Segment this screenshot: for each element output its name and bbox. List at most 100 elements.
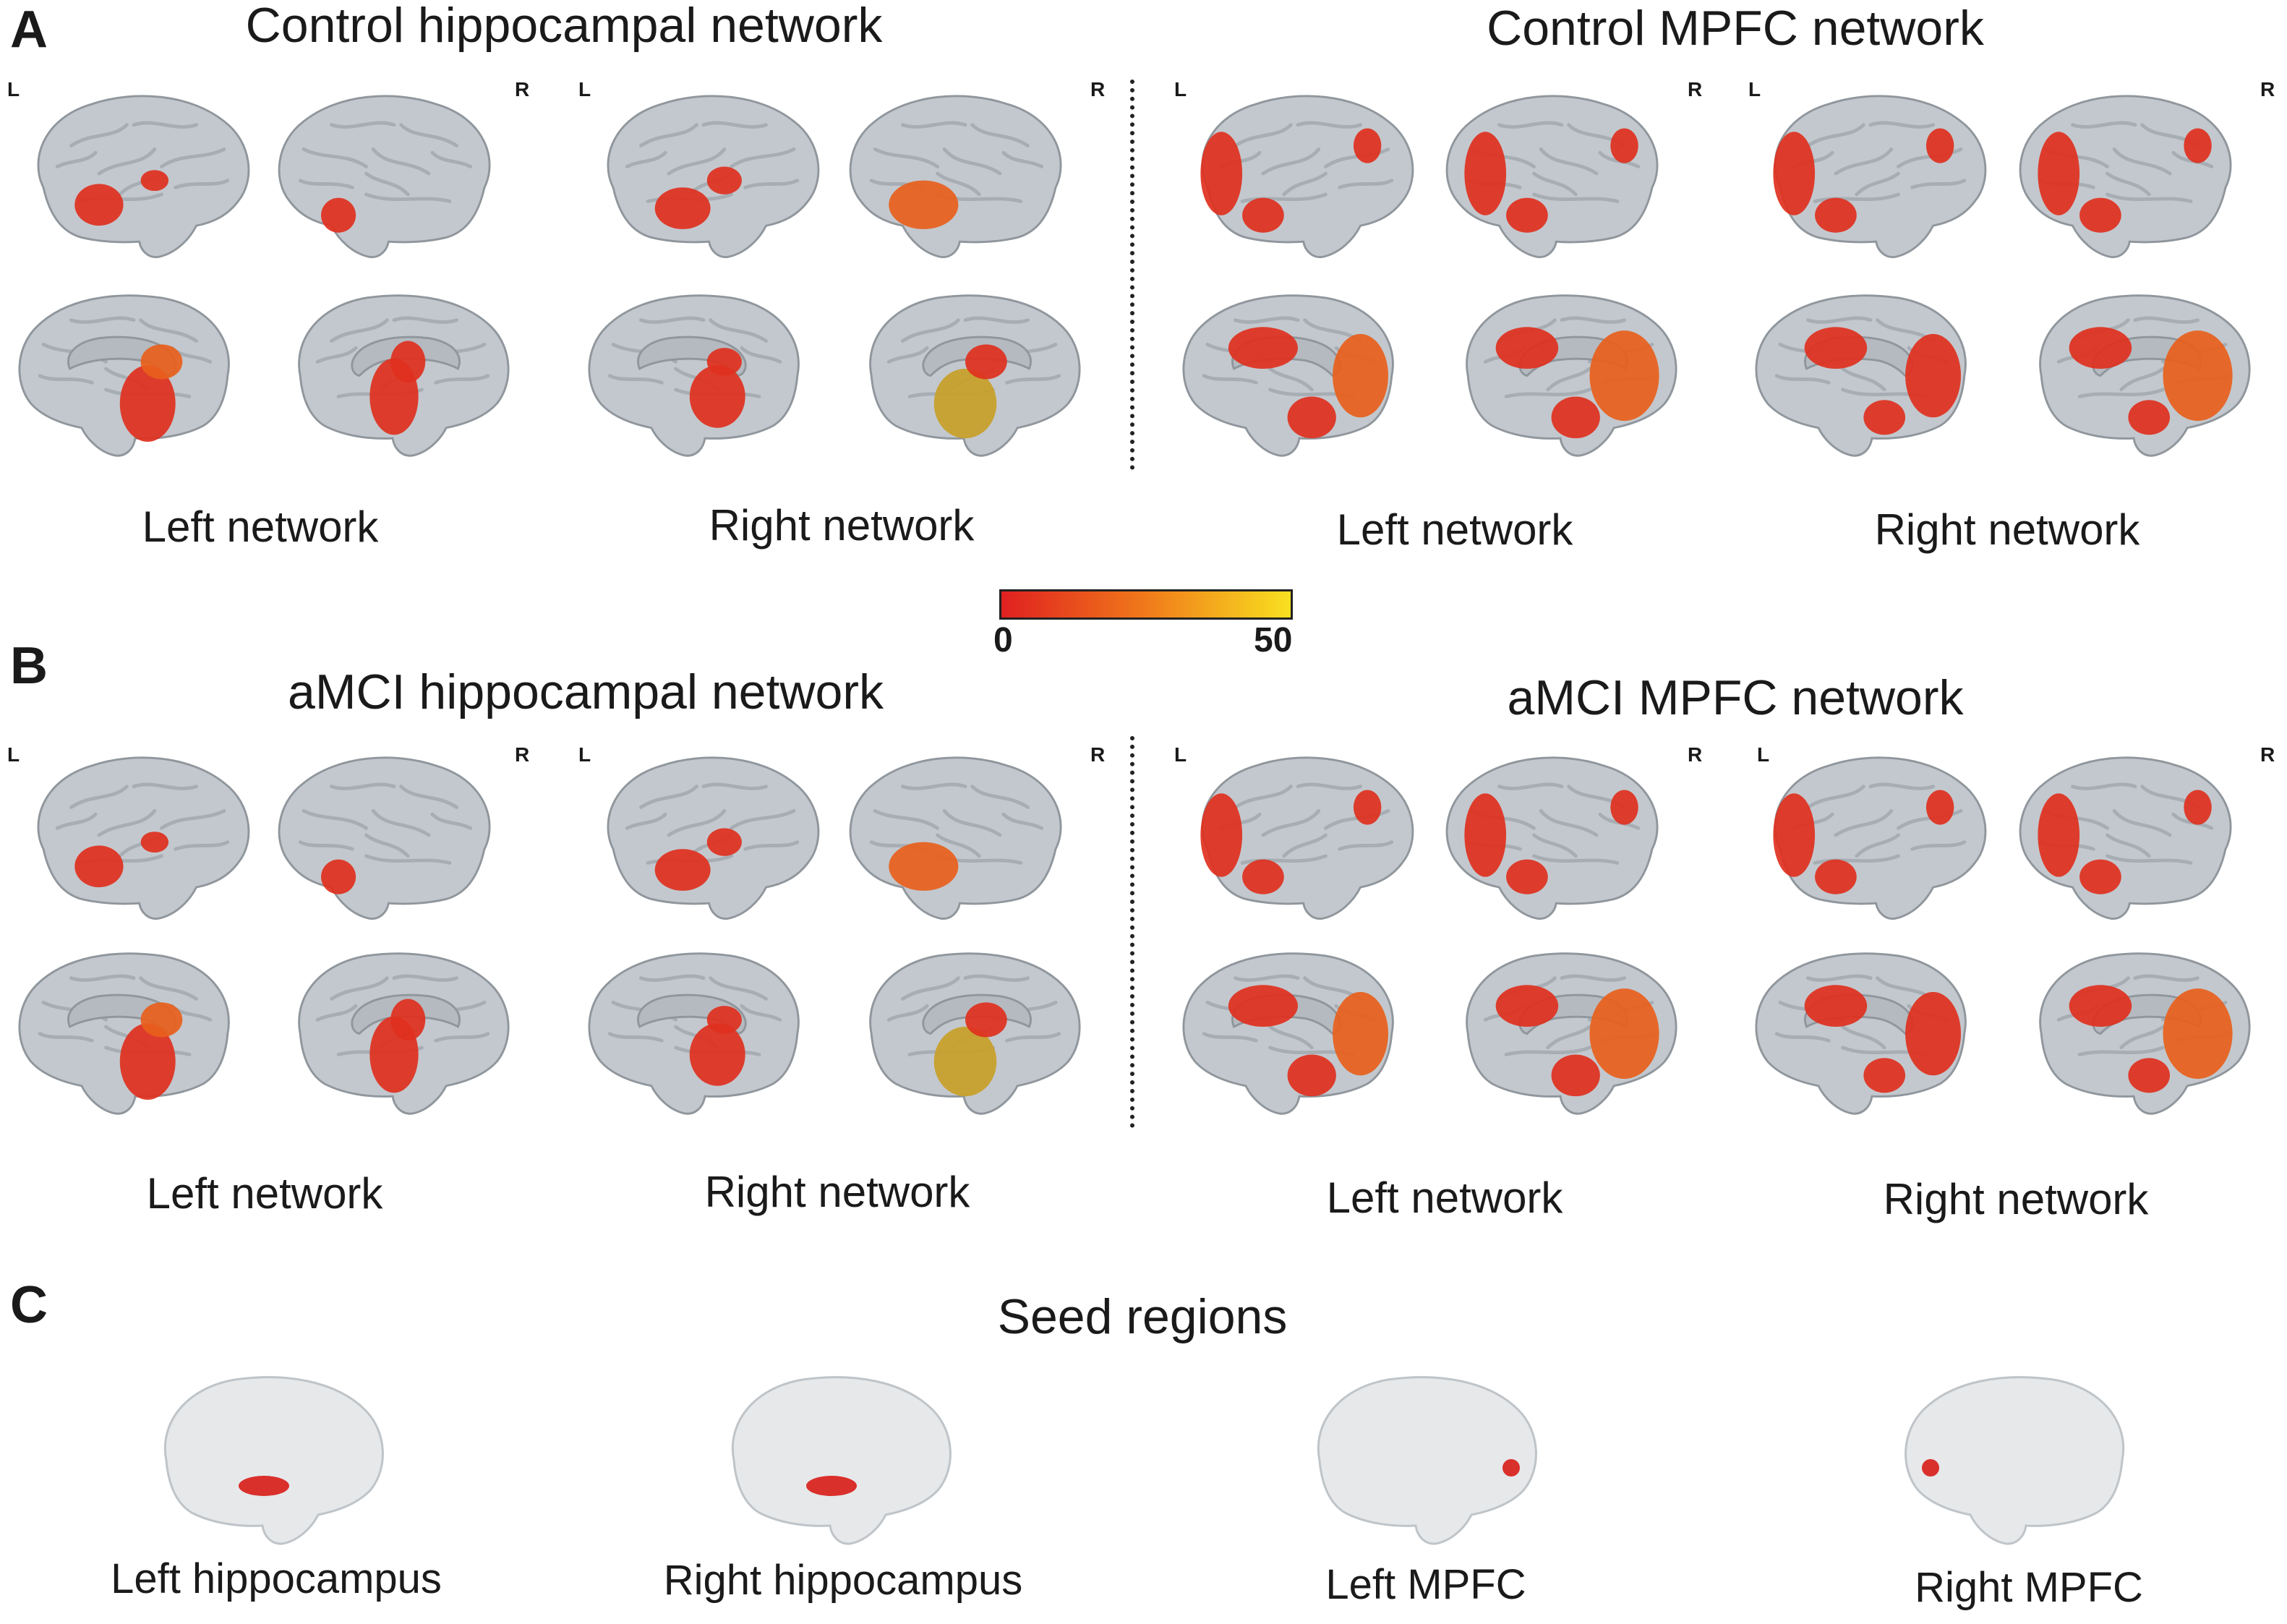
medial-brain-view xyxy=(869,952,1081,1115)
hemi-label-l: L xyxy=(1174,78,1187,101)
gyrus-fold xyxy=(2119,367,2165,392)
gyrus-fold xyxy=(1338,840,1394,851)
gyrus-fold xyxy=(69,316,136,324)
gyrus-fold xyxy=(174,179,230,189)
hemi-label-l: L xyxy=(578,78,591,101)
brain-surface xyxy=(278,95,491,258)
gyrus-fold xyxy=(2119,1025,2165,1050)
hemi-label-l: L xyxy=(1757,743,1770,766)
hemi-label-r: R xyxy=(1688,743,1703,766)
medial-brain-view xyxy=(1466,294,1677,457)
activation-cluster xyxy=(239,1476,289,1496)
activation-cluster xyxy=(706,828,742,856)
lateral-brain-view xyxy=(37,756,250,920)
gyrus-fold xyxy=(936,171,981,197)
activation-cluster xyxy=(140,170,169,192)
gyrus-fold xyxy=(69,123,129,148)
gyrus-fold xyxy=(38,374,94,385)
gyrus-fold xyxy=(1560,974,1626,982)
gyrus-fold xyxy=(743,179,800,189)
gyrus-fold xyxy=(639,316,706,324)
activation-cluster xyxy=(74,845,124,888)
gyrus-fold xyxy=(1868,121,1935,129)
medial-brain-view xyxy=(731,1376,952,1545)
activation-cluster xyxy=(1495,327,1559,369)
gyrus-fold xyxy=(1261,147,1321,176)
label-b-mpfc-right-network: Right network xyxy=(1883,1175,2149,1223)
title-control-hippocampal: Control hippocampal network xyxy=(245,0,883,53)
gyrus-fold xyxy=(1841,367,1886,392)
gyrus-fold xyxy=(1240,192,1328,203)
gyrus-fold xyxy=(364,192,452,203)
gyrus-fold xyxy=(1806,316,1873,324)
activation-cluster xyxy=(889,842,959,891)
activation-cluster xyxy=(2038,132,2080,215)
gyrus-fold xyxy=(2071,782,2137,790)
gyrus-fold xyxy=(1806,123,1865,148)
activation-cluster xyxy=(1773,793,1816,877)
activation-cluster xyxy=(1863,400,1906,435)
hemi-label-r: R xyxy=(515,743,530,766)
gyrus-fold xyxy=(298,179,354,189)
activation-cluster xyxy=(1804,985,1868,1027)
activation-cluster xyxy=(1287,396,1336,439)
gyrus-fold xyxy=(709,318,768,343)
gyrus-fold xyxy=(1813,192,1900,203)
gyrus-fold xyxy=(942,808,1002,837)
activation-cluster xyxy=(965,1002,1007,1038)
label-seed-right-mpfc: Right MPFC xyxy=(1915,1564,2143,1611)
gyrus-fold xyxy=(743,840,800,851)
colorbar-min-label: 0 xyxy=(993,621,1013,659)
gyrus-fold xyxy=(886,1004,929,1022)
label-a-mpfc-right-network: Right network xyxy=(1874,505,2140,554)
medial-brain-view xyxy=(298,952,510,1115)
medial-brain-view xyxy=(1905,1376,2125,1545)
colorbar xyxy=(999,589,1293,620)
activation-cluster xyxy=(2163,330,2233,422)
gyrus-fold xyxy=(740,346,782,364)
medial-brain-view xyxy=(1182,294,1394,457)
activation-cluster xyxy=(1922,1459,1939,1476)
label-a-hippo-right-network: Right network xyxy=(709,501,975,550)
activation-cluster xyxy=(140,344,183,380)
gyrus-fold xyxy=(639,785,698,809)
medial-brain-view xyxy=(18,294,230,457)
activation-cluster xyxy=(1804,327,1868,369)
gyrus-fold xyxy=(970,123,1030,148)
gyrus-fold xyxy=(740,1004,782,1022)
lateral-brain-view xyxy=(1773,95,1987,258)
gyrus-fold xyxy=(97,808,157,837)
title-amci-mpfc: aMCI MPFC network xyxy=(1507,670,1964,725)
gyrus-fold xyxy=(667,808,727,837)
label-seed-right-hippocampus: Right hippocampus xyxy=(663,1557,1023,1604)
hemi-label-r: R xyxy=(1688,78,1703,101)
activation-cluster xyxy=(933,1027,997,1097)
medial-brain-view xyxy=(163,1376,384,1545)
gyrus-fold xyxy=(2077,388,2165,398)
gyrus-fold xyxy=(607,374,664,385)
activation-cluster xyxy=(1815,859,1857,894)
medial-brain-view xyxy=(1755,952,1967,1115)
hemi-label-r: R xyxy=(2260,743,2275,766)
gyrus-fold xyxy=(1005,374,1061,385)
gyrus-fold xyxy=(1910,840,1967,851)
gyrus-fold xyxy=(1202,1032,1258,1043)
lateral-brain-view xyxy=(278,95,491,258)
gyrus-fold xyxy=(1497,121,1564,129)
activation-cluster xyxy=(119,1023,176,1100)
activation-cluster xyxy=(706,348,742,376)
lateral-brain-view xyxy=(849,756,1062,920)
medial-brain-view xyxy=(1182,952,1394,1115)
gyrus-fold xyxy=(886,346,929,364)
label-b-hippo-left-network: Left network xyxy=(146,1169,383,1218)
gyrus-fold xyxy=(1868,782,1935,790)
panel-b-divider xyxy=(1130,736,1134,1128)
hemi-label-r: R xyxy=(515,78,530,101)
gyrus-fold xyxy=(607,1032,664,1043)
gyrus-fold xyxy=(936,833,981,858)
lateral-brain-view xyxy=(1445,95,1659,258)
gyrus-fold xyxy=(371,147,431,176)
activation-cluster xyxy=(74,184,124,226)
gyrus-fold xyxy=(625,812,667,830)
gyrus-fold xyxy=(1834,147,1894,176)
